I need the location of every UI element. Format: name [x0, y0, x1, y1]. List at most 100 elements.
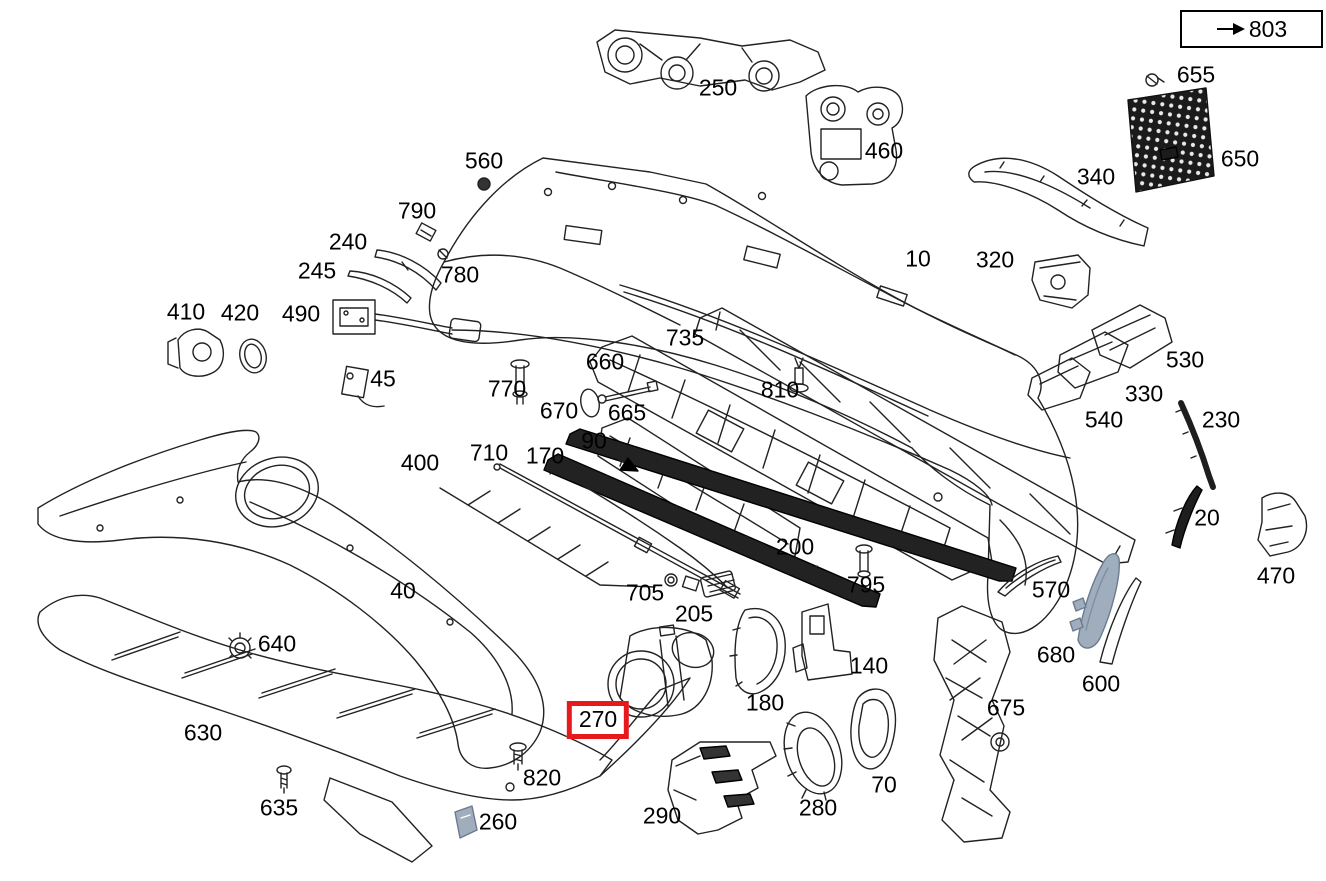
part-label-240[interactable]: 240 [328, 228, 368, 255]
part-260-drawing [454, 805, 478, 839]
part-label-560[interactable]: 560 [464, 147, 504, 174]
part-410-drawing [167, 328, 225, 377]
part-250-drawing [596, 29, 826, 92]
part-540-drawing [1027, 357, 1091, 411]
part-label-490[interactable]: 490 [281, 300, 321, 327]
part-655-drawing [1145, 73, 1165, 87]
part-200-strip-drawing [543, 453, 881, 608]
part-label-260[interactable]: 260 [478, 808, 518, 835]
part-label-680[interactable]: 680 [1036, 641, 1076, 668]
part-label-40[interactable]: 40 [390, 577, 416, 604]
part-label-780[interactable]: 780 [440, 261, 480, 288]
part-label-810[interactable]: 810 [760, 376, 800, 403]
part-170-drawing [549, 467, 741, 599]
part-460-drawing [805, 85, 904, 186]
part-label-410[interactable]: 410 [166, 298, 206, 325]
part-label-655[interactable]: 655 [1176, 61, 1216, 88]
part-label-530[interactable]: 530 [1165, 346, 1205, 373]
part-label-820[interactable]: 820 [522, 764, 562, 791]
part-330-drawing [1057, 331, 1129, 389]
part-label-735[interactable]: 735 [665, 324, 705, 351]
part-label-320[interactable]: 320 [975, 246, 1015, 273]
part-630-drawing [37, 594, 691, 863]
part-label-650[interactable]: 650 [1220, 145, 1260, 172]
part-label-660[interactable]: 660 [585, 348, 625, 375]
part-label-340[interactable]: 340 [1076, 163, 1116, 190]
part-label-290[interactable]: 290 [642, 802, 682, 829]
part-470-drawing [1257, 492, 1308, 557]
part-label-790[interactable]: 790 [397, 197, 437, 224]
part-label-570[interactable]: 570 [1031, 576, 1071, 603]
part-530-drawing [1091, 304, 1173, 369]
part-400-drawing [439, 487, 656, 588]
part-240-drawing [374, 249, 442, 291]
part-label-675[interactable]: 675 [986, 694, 1026, 721]
part-780-drawing [437, 248, 449, 260]
part-705-drawing [664, 573, 700, 592]
part-label-705[interactable]: 705 [625, 579, 665, 606]
part-795-drawing [855, 544, 873, 578]
part-label-70[interactable]: 70 [871, 771, 897, 798]
part-20-drawing [1165, 485, 1203, 549]
part-label-400[interactable]: 400 [400, 449, 440, 476]
part-280-drawing [783, 711, 843, 801]
part-205-drawing [699, 570, 737, 598]
part-label-270[interactable]: 270 [566, 701, 630, 739]
part-735-drawing [694, 307, 1136, 565]
part-810-drawing [789, 357, 809, 393]
part-label-635[interactable]: 635 [259, 794, 299, 821]
part-label-230[interactable]: 230 [1201, 406, 1241, 433]
part-label-250[interactable]: 250 [698, 74, 738, 101]
part-320-drawing [1031, 254, 1091, 309]
part-665-drawing [597, 380, 659, 404]
part-label-245[interactable]: 245 [297, 257, 337, 284]
part-label-640[interactable]: 640 [257, 630, 297, 657]
part-600-drawing [1099, 577, 1142, 665]
part-label-45[interactable]: 45 [370, 365, 396, 392]
label-90-arrow [605, 449, 639, 472]
part-label-670[interactable]: 670 [539, 397, 579, 424]
part-90-drawing [565, 428, 1017, 582]
part-label-330[interactable]: 330 [1124, 380, 1164, 407]
part-650-drawing [1127, 87, 1215, 193]
part-245-drawing [347, 270, 412, 304]
part-label-460[interactable]: 460 [864, 137, 904, 164]
part-label-710[interactable]: 710 [469, 439, 509, 466]
part-70-drawing [850, 688, 897, 770]
part-640-drawing [228, 632, 252, 659]
part-680-drawing [1069, 553, 1120, 649]
part-label-205[interactable]: 205 [674, 600, 714, 627]
part-label-795[interactable]: 795 [846, 571, 886, 598]
part-180-drawing [729, 608, 786, 695]
part-230-drawing [1175, 400, 1216, 490]
part-label-665[interactable]: 665 [607, 399, 647, 426]
part-340-drawing [968, 157, 1149, 247]
part-label-200[interactable]: 200 [775, 533, 815, 560]
part-label-90[interactable]: 90 [581, 427, 607, 454]
part-label-470[interactable]: 470 [1256, 562, 1296, 589]
part-label-20[interactable]: 20 [1194, 504, 1220, 531]
part-label-600[interactable]: 600 [1081, 670, 1121, 697]
part-label-630[interactable]: 630 [183, 719, 223, 746]
part-490-drawing [332, 299, 482, 343]
part-45-drawing [341, 365, 385, 408]
part-420-drawing [239, 338, 267, 374]
part-290-drawing [667, 741, 777, 835]
part-label-170[interactable]: 170 [525, 442, 565, 469]
part-label-770[interactable]: 770 [487, 375, 527, 402]
part-820-drawing [509, 742, 527, 771]
part-label-420[interactable]: 420 [220, 299, 260, 326]
part-label-140[interactable]: 140 [849, 652, 889, 679]
part-570-drawing [997, 555, 1062, 597]
part-40-drawing [37, 429, 545, 769]
part-790-drawing [415, 222, 437, 242]
part-label-10[interactable]: 10 [905, 245, 931, 272]
reference-box[interactable]: 803 [1180, 10, 1323, 48]
part-710-drawing [493, 463, 741, 599]
part-635-drawing [276, 765, 292, 794]
part-label-180[interactable]: 180 [745, 689, 785, 716]
part-label-540[interactable]: 540 [1084, 406, 1124, 433]
part-label-280[interactable]: 280 [798, 794, 838, 821]
